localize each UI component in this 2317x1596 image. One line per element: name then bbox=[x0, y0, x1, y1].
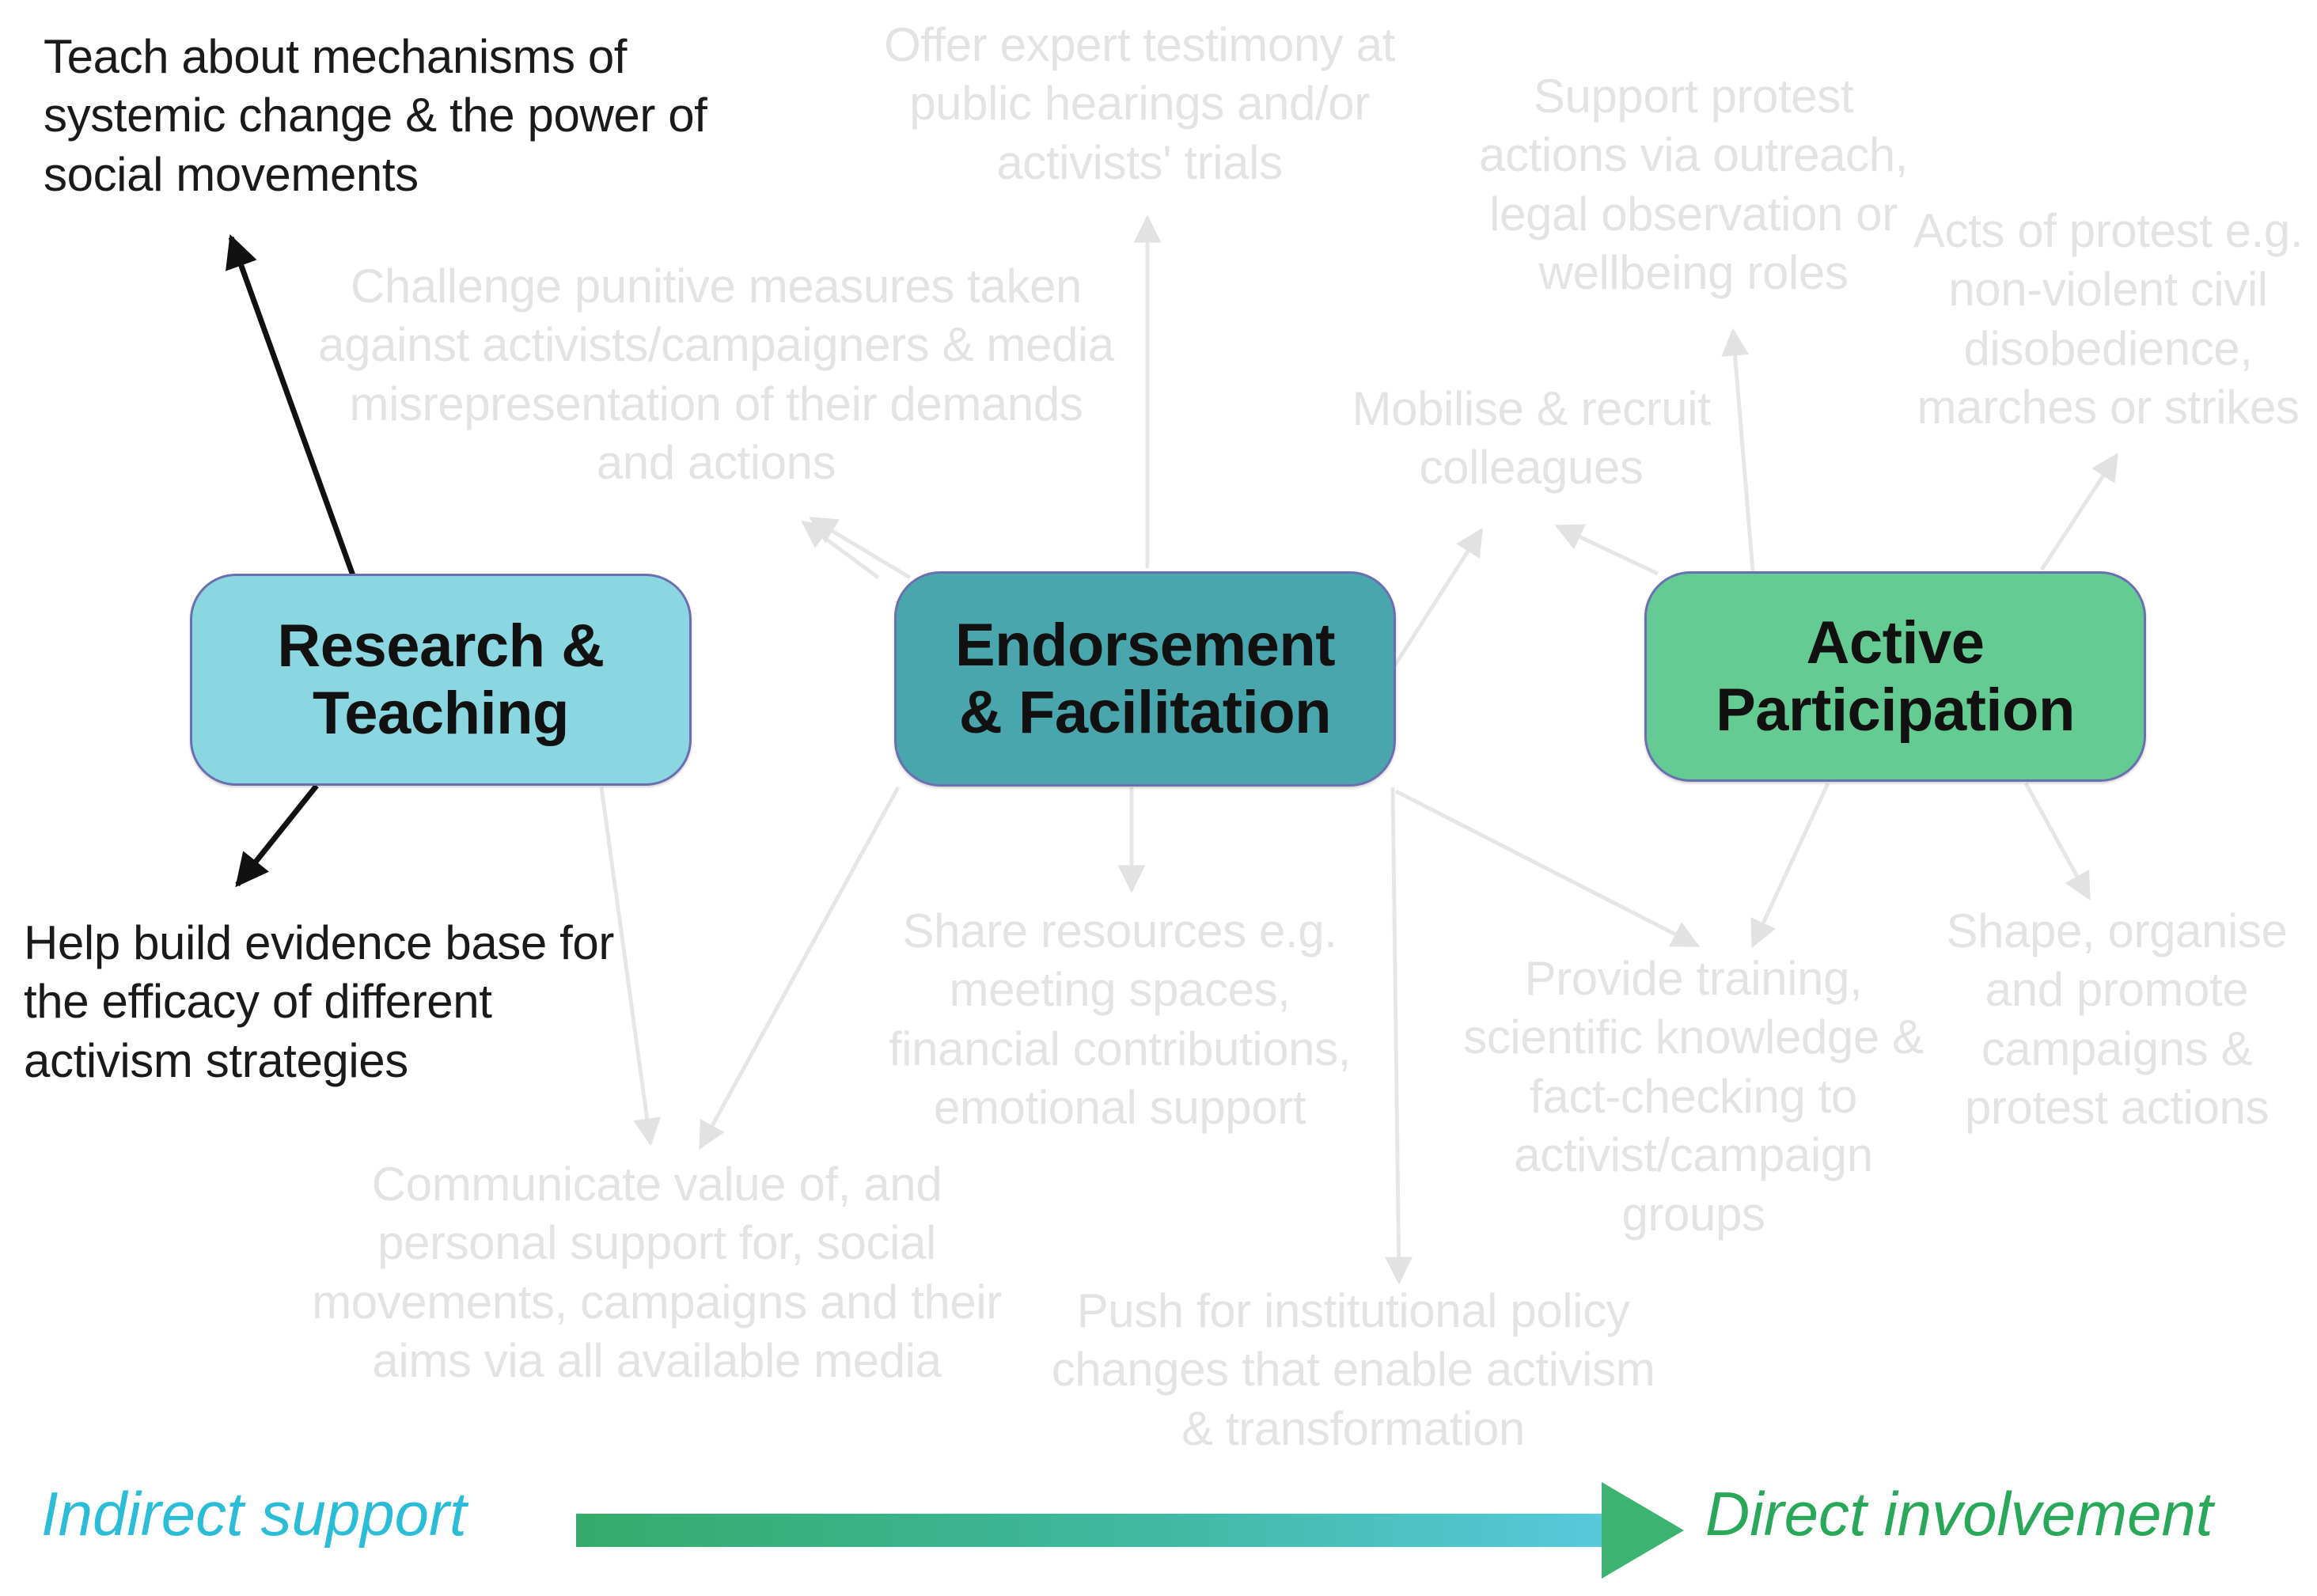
annotation-mobilise-and-recruit: Mobilise & recruit colleagues bbox=[1352, 382, 1711, 495]
arrow-active-to-provide-training bbox=[1750, 782, 1830, 949]
arrow-endorsement-to-provide-training bbox=[1394, 789, 1701, 948]
arrow-research-to-help-build bbox=[235, 783, 319, 888]
annotation-support-protest-actions: Support protest actions via outreach, le… bbox=[1479, 70, 1908, 300]
node-research-and-teaching[interactable]: Research & Teaching bbox=[190, 574, 692, 786]
arrow-research-to-challenge bbox=[801, 520, 880, 580]
arrow-active-to-acts-of-protest bbox=[2039, 453, 2119, 571]
node-endorsement-and-facilitation[interactable]: Endorsement & Facilitation bbox=[894, 571, 1396, 787]
annotation-share-resources: Share resources e.g. meeting spaces, fin… bbox=[888, 904, 1352, 1135]
node-research-line-2: Teaching bbox=[313, 680, 569, 747]
annotation-teach-mechanisms: Teach about mechanisms of systemic chang… bbox=[44, 30, 707, 201]
annotation-challenge-punitive-measures: Challenge punitive measures taken agains… bbox=[318, 260, 1114, 490]
node-endorsement-line-2: & Facilitation bbox=[958, 679, 1332, 746]
annotation-help-build-evidence: Help build evidence base for the efficac… bbox=[24, 916, 614, 1087]
arrow-endorsement-to-push-policy bbox=[1385, 787, 1413, 1285]
arrow-endorsement-to-challenge bbox=[808, 516, 912, 580]
annotation-shape-organise-promote: Shape, organise and promote campaigns & … bbox=[1946, 904, 2288, 1135]
node-endorsement-line-1: Endorsement bbox=[954, 611, 1336, 679]
node-active-participation[interactable]: Active Participation bbox=[1644, 571, 2146, 782]
annotation-acts-of-protest: Acts of protest e.g. non-violent civil d… bbox=[1913, 204, 2304, 434]
annotation-offer-expert-testimony: Offer expert testimony at public hearing… bbox=[884, 18, 1395, 189]
axis-label-direct-involvement: Direct involvement bbox=[1705, 1479, 2213, 1549]
arrow-active-to-mobilise bbox=[1554, 524, 1659, 576]
annotation-provide-training: Provide training, scientific knowledge &… bbox=[1463, 952, 1924, 1241]
axis-label-indirect-support: Indirect support bbox=[41, 1479, 467, 1549]
spectrum-arrow bbox=[576, 1482, 1684, 1579]
arrow-active-to-shape-organise bbox=[2023, 782, 2091, 901]
annotation-push-institutional-policy: Push for institutional policy changes th… bbox=[1051, 1284, 1655, 1455]
arrow-endorsement-to-mobilise bbox=[1390, 528, 1484, 670]
node-research-line-1: Research & bbox=[277, 612, 605, 680]
node-active-line-1: Active bbox=[1806, 608, 1985, 677]
annotation-communicate-value: Communicate value of, and personal suppo… bbox=[312, 1158, 1002, 1388]
node-active-line-2: Participation bbox=[1716, 677, 2075, 744]
